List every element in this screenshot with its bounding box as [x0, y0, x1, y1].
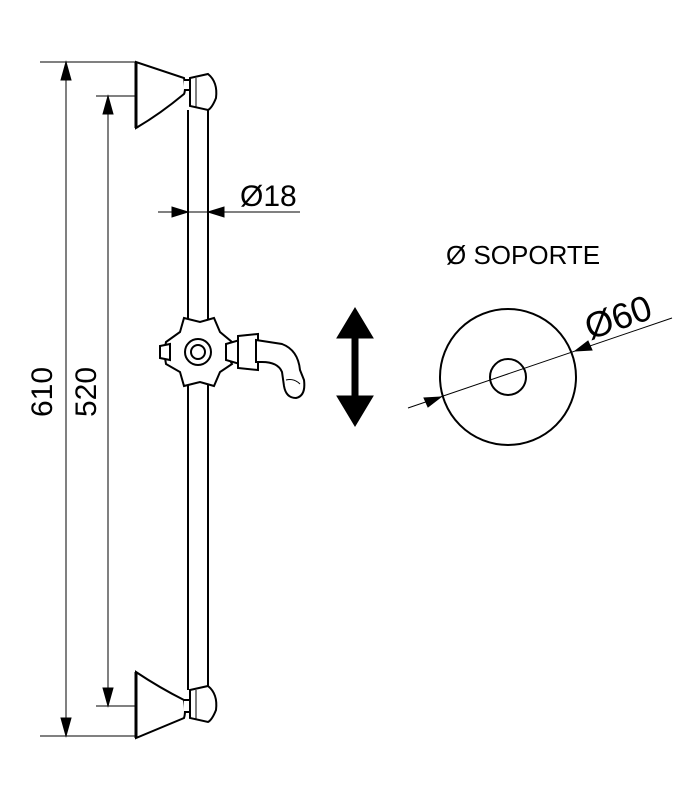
dimension-label-520: 520 [70, 367, 103, 417]
arrowhead-top-610 [60, 60, 72, 81]
support-label: Ø SOPORTE [446, 240, 600, 270]
top-end-cap [189, 72, 218, 112]
rosette-center-hole [489, 358, 527, 396]
bottom-wall-bracket [134, 670, 218, 740]
arrowhead-left-18 [171, 206, 190, 218]
slide-bar [187, 110, 209, 690]
dimension-610 [40, 60, 140, 738]
slider-holder [159, 316, 306, 400]
knob-left-lever [159, 342, 171, 362]
arrow-up-head [336, 307, 374, 339]
hose-holder-arm [255, 338, 306, 400]
arrow-down-head [336, 395, 374, 427]
holder-neck [237, 332, 259, 372]
dimension-label-610: 610 [26, 367, 59, 417]
top-flange [135, 60, 186, 130]
dimension-label-18: Ø18 [240, 180, 297, 213]
bottom-end-cap [189, 684, 218, 724]
dimension-60 [407, 317, 673, 409]
arrow-shaft [351, 335, 359, 399]
arrowhead-right-18 [206, 206, 225, 218]
dimension-520 [96, 94, 140, 708]
arrowhead-top-520 [102, 94, 114, 115]
bottom-flange [135, 670, 186, 740]
support-rosette [439, 308, 577, 446]
double-arrow-vertical-icon [336, 307, 374, 427]
arrowhead-left-60 [423, 396, 443, 408]
arrowhead-bottom-610 [60, 717, 72, 738]
arrowhead-bottom-520 [102, 687, 114, 708]
knob-inner-screw [190, 344, 206, 360]
dimension-line-60 [407, 317, 673, 409]
arrowhead-right-60 [573, 340, 593, 352]
top-wall-bracket [134, 60, 218, 130]
dimension-18 [158, 206, 300, 218]
hose-holder-lip [285, 379, 301, 385]
dimension-label-60: Ø60 [579, 287, 657, 348]
